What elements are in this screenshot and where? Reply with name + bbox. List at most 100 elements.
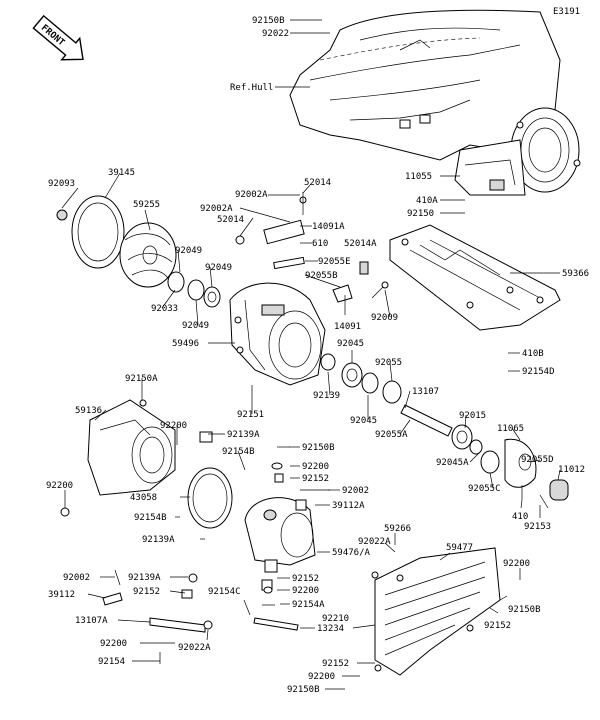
label-59477: 59477 bbox=[446, 543, 473, 553]
label-11012: 11012 bbox=[558, 465, 585, 475]
label-92033: 92033 bbox=[151, 304, 178, 314]
label-39112A: 39112A bbox=[332, 501, 365, 511]
label-92022: 92022 bbox=[262, 29, 289, 39]
label-92055C: 92055C bbox=[468, 484, 501, 494]
label-59136: 59136 bbox=[75, 406, 102, 416]
diagram-code: E3191 bbox=[553, 7, 580, 17]
label-92152-2: 92152 bbox=[292, 574, 319, 584]
label-59366: 59366 bbox=[562, 269, 589, 279]
small-fasteners-mid bbox=[332, 261, 389, 303]
linkage-lower-left bbox=[102, 569, 213, 664]
label-92015: 92015 bbox=[459, 411, 486, 421]
label-92200-7: 92200 bbox=[308, 672, 335, 682]
label-92154A: 92154A bbox=[292, 600, 325, 610]
label-92139A-2: 92139A bbox=[142, 535, 175, 545]
label-92152-5: 92152 bbox=[322, 659, 349, 669]
ride-plate-59366 bbox=[389, 224, 561, 331]
label-92002A-2: 92002A bbox=[200, 204, 233, 214]
label-92049-1: 92049 bbox=[175, 246, 202, 256]
label-13234: 13234 bbox=[317, 624, 344, 634]
label-92002-2: 92002 bbox=[63, 573, 90, 583]
fasteners-right-column bbox=[253, 446, 330, 631]
label-92152-3: 92152 bbox=[133, 587, 160, 597]
impeller-ring-39145 bbox=[71, 195, 125, 269]
pump-housing-ring bbox=[454, 107, 581, 196]
label-39145: 39145 bbox=[108, 168, 135, 178]
steering-nozzle-59476A bbox=[244, 497, 316, 591]
label-92150B-mid: 92150B bbox=[302, 443, 335, 453]
label-59266: 59266 bbox=[384, 524, 411, 534]
label-52014-2: 52014 bbox=[217, 215, 244, 225]
label-410B: 410B bbox=[522, 349, 544, 359]
ring-43058 bbox=[187, 431, 233, 529]
label-92200-4: 92200 bbox=[503, 559, 530, 569]
label-92150: 92150 bbox=[407, 209, 434, 219]
label-92045-2: 92045 bbox=[350, 416, 377, 426]
label-92055D: 92055D bbox=[521, 455, 554, 465]
label-92139: 92139 bbox=[313, 391, 340, 401]
label-92150B-right: 92150B bbox=[508, 605, 541, 615]
drive-shaft-13107 bbox=[400, 404, 500, 474]
label-52014-1: 52014 bbox=[304, 178, 331, 188]
label-92150A: 92150A bbox=[125, 374, 158, 384]
front-arrow-icon: FRONT bbox=[32, 14, 84, 61]
label-92049-2: 92049 bbox=[205, 263, 232, 273]
ref-hull-label: Ref.Hull bbox=[230, 83, 273, 93]
label-92153: 92153 bbox=[524, 522, 551, 532]
label-92022A-2: 92022A bbox=[178, 643, 211, 653]
label-410A: 410A bbox=[416, 196, 438, 206]
label-13107A: 13107A bbox=[75, 616, 108, 626]
label-92152-1: 92152 bbox=[302, 474, 329, 484]
label-92055A: 92055A bbox=[375, 430, 408, 440]
label-14091A: 14091A bbox=[312, 222, 345, 232]
label-59496: 59496 bbox=[172, 339, 199, 349]
label-52014A: 52014A bbox=[344, 239, 377, 249]
label-92045A: 92045A bbox=[436, 458, 469, 468]
label-59476A: 59476/A bbox=[332, 548, 371, 558]
intake-grate-59477 bbox=[371, 547, 501, 676]
label-92154: 92154 bbox=[98, 657, 125, 667]
label-13107: 13107 bbox=[412, 387, 439, 397]
label-92002A-1: 92002A bbox=[235, 190, 268, 200]
label-610: 610 bbox=[312, 239, 328, 249]
label-92150B-bottom: 92150B bbox=[287, 685, 320, 695]
label-92139A-1: 92139A bbox=[227, 430, 260, 440]
label-14091: 14091 bbox=[334, 322, 361, 332]
label-410: 410 bbox=[512, 512, 528, 522]
label-92022A-1: 92022A bbox=[358, 537, 391, 547]
label-92055B: 92055B bbox=[305, 271, 338, 281]
label-92154D: 92154D bbox=[522, 367, 555, 377]
label-92210: 92210 bbox=[322, 614, 349, 624]
part-labels: 92150B 92022 Ref.Hull 11055 410A 92150 5… bbox=[46, 16, 589, 695]
washer-stack bbox=[167, 271, 221, 308]
label-59255: 59255 bbox=[133, 200, 160, 210]
label-92093: 92093 bbox=[48, 179, 75, 189]
label-92139A-3: 92139A bbox=[128, 573, 161, 583]
label-92154B-2: 92154B bbox=[134, 513, 167, 523]
label-11065: 11065 bbox=[497, 424, 524, 434]
leader-lines bbox=[61, 19, 561, 690]
label-92200-5: 92200 bbox=[292, 586, 319, 596]
label-92154C: 92154C bbox=[208, 587, 241, 597]
label-92009: 92009 bbox=[371, 313, 398, 323]
label-92049-3: 92049 bbox=[182, 321, 209, 331]
label-92150B: 92150B bbox=[252, 16, 285, 26]
label-92045-1: 92045 bbox=[337, 339, 364, 349]
pump-case-59496 bbox=[229, 282, 326, 386]
cap-11065 bbox=[504, 438, 569, 509]
bearing-set bbox=[320, 353, 402, 404]
label-92200-3: 92200 bbox=[46, 481, 73, 491]
label-43058: 43058 bbox=[130, 493, 157, 503]
nozzle-59136 bbox=[60, 399, 176, 517]
label-92154B: 92154B bbox=[222, 447, 255, 457]
impeller-59255 bbox=[119, 222, 177, 288]
plug-92093-icon bbox=[56, 209, 68, 221]
cable-bracket bbox=[235, 192, 307, 270]
label-11055: 11055 bbox=[405, 172, 432, 182]
label-39112: 39112 bbox=[48, 590, 75, 600]
label-92200-1: 92200 bbox=[160, 421, 187, 431]
label-92200-6: 92200 bbox=[100, 639, 127, 649]
label-92002-1: 92002 bbox=[342, 486, 369, 496]
label-92200-2: 92200 bbox=[302, 462, 329, 472]
